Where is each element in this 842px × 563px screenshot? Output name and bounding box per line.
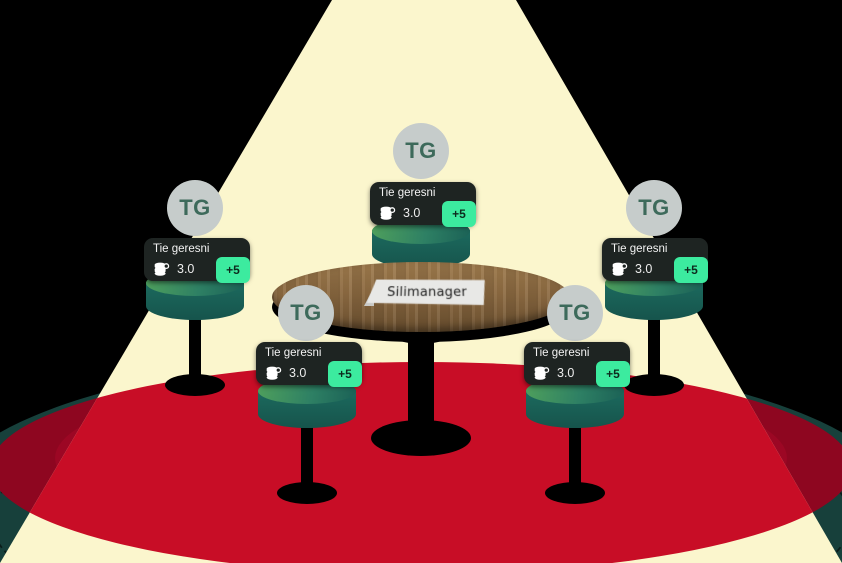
seat-bottom-left	[258, 378, 356, 504]
player-card-amount: 3.0	[635, 262, 653, 276]
seat-foot	[624, 374, 684, 396]
avatar-player-left[interactable]: TG	[167, 180, 223, 236]
avatar-player-bottom-right[interactable]: TG	[547, 285, 603, 341]
player-card-amount: 3.0	[557, 366, 575, 380]
seat-bottom-right	[526, 378, 624, 504]
player-card-left[interactable]: Tie geresni 3.0 +5	[144, 238, 250, 283]
player-card-right[interactable]: Tie geresni 3.0 +5	[602, 238, 708, 283]
coin-stack-icon	[380, 206, 396, 220]
player-card-amount: 3.0	[177, 262, 195, 276]
avatar-initials: TG	[290, 300, 322, 325]
player-card-title: Tie geresni	[153, 243, 210, 255]
player-card-title: Tie geresni	[265, 347, 322, 359]
player-card-top[interactable]: Tie geresni 3.0 +5	[370, 182, 476, 227]
player-card-amount: 3.0	[289, 366, 307, 380]
player-card-title: Tie geresni	[611, 243, 668, 255]
player-card-row: 3.0 +5	[256, 361, 362, 387]
avatar-player-right[interactable]: TG	[626, 180, 682, 236]
coin-stack-icon	[534, 366, 550, 380]
player-card-title: Tie geresni	[379, 187, 436, 199]
avatar-initials: TG	[405, 138, 437, 163]
player-card-badge: +5	[328, 361, 362, 387]
player-card-title: Tie geresni	[533, 347, 590, 359]
coin-stack-icon	[612, 262, 628, 276]
player-card-bottom-left[interactable]: Tie geresni 3.0 +5	[256, 342, 362, 387]
coin-stack-icon	[154, 262, 170, 276]
player-card-bottom-right[interactable]: Tie geresni 3.0 +5	[524, 342, 630, 387]
avatar-initials: TG	[179, 195, 211, 220]
avatar-player-top[interactable]: TG	[393, 123, 449, 179]
player-card-badge: +5	[216, 257, 250, 283]
coin-stack-icon	[266, 366, 282, 380]
player-card-badge: +5	[442, 201, 476, 227]
seat-left	[146, 270, 244, 396]
avatar-player-bottom-left[interactable]: TG	[278, 285, 334, 341]
player-card-badge: +5	[596, 361, 630, 387]
seat-foot	[277, 482, 337, 504]
player-card-row: 3.0 +5	[602, 257, 708, 283]
player-card-row: 3.0 +5	[370, 201, 476, 227]
table-placard-label: Silimanager	[386, 284, 468, 300]
player-card-badge: +5	[674, 257, 708, 283]
table-placard: Silimanager	[367, 280, 488, 305]
table-foot	[371, 420, 471, 456]
seat-foot	[165, 374, 225, 396]
avatar-initials: TG	[638, 195, 670, 220]
player-card-amount: 3.0	[403, 206, 421, 220]
table-pedestal	[408, 317, 434, 437]
seat-foot	[545, 482, 605, 504]
player-card-row: 3.0 +5	[144, 257, 250, 283]
avatar-initials: TG	[559, 300, 591, 325]
player-card-row: 3.0 +5	[524, 361, 630, 387]
